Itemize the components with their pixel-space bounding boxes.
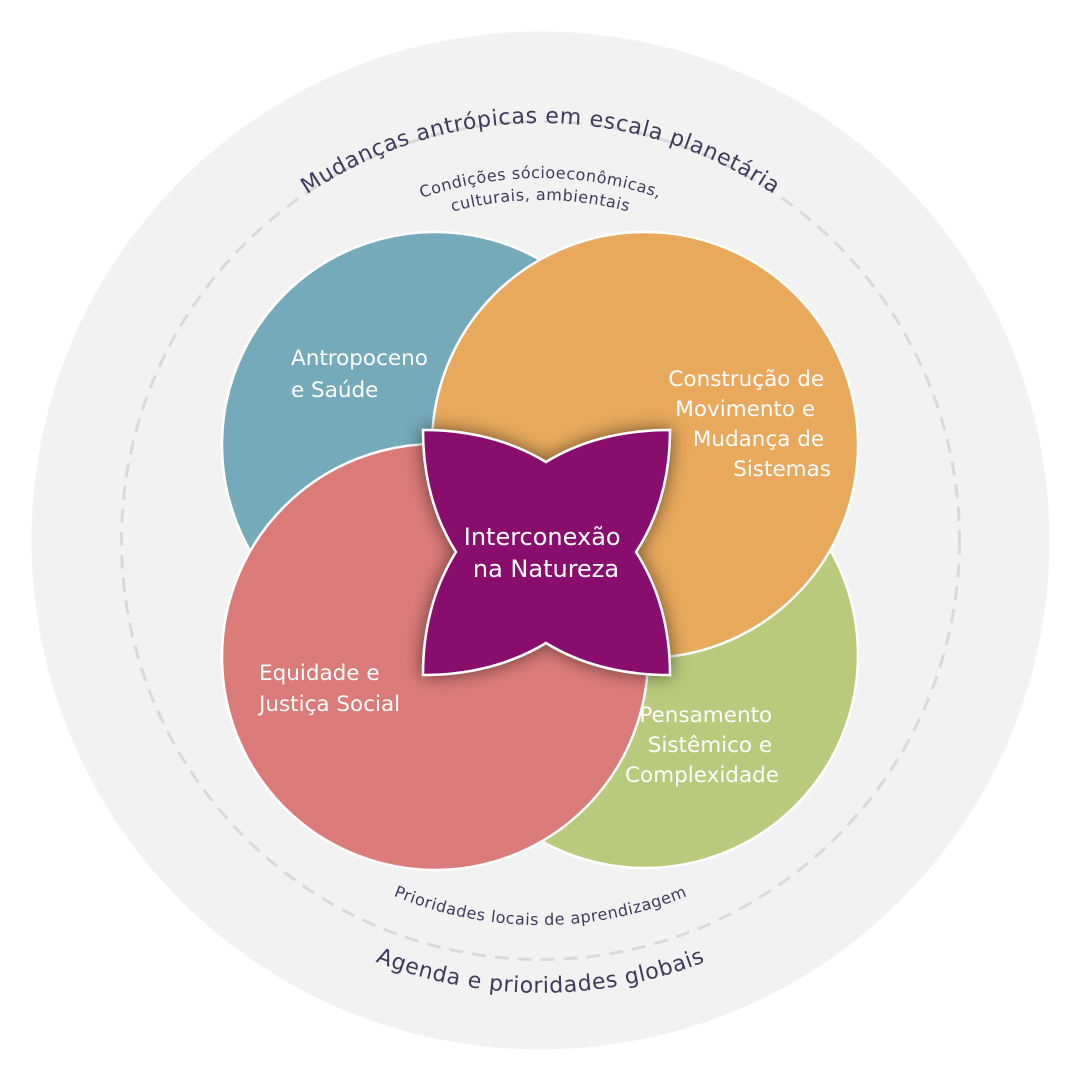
- pensamento-label: Pensamento Sistêmico e Complexidade: [625, 703, 779, 788]
- center-label: Interconexão na Natureza: [464, 523, 628, 583]
- construcao-label: Construção de Movimento e Mudança de Sis…: [668, 367, 831, 482]
- antropoceno-label: Antropoceno e Saúde: [291, 346, 435, 403]
- dashed-boundary-ring: [120, 120, 961, 961]
- center-star-shape: [421, 428, 672, 677]
- equidade-label: Equidade e Justiça Social: [257, 661, 400, 717]
